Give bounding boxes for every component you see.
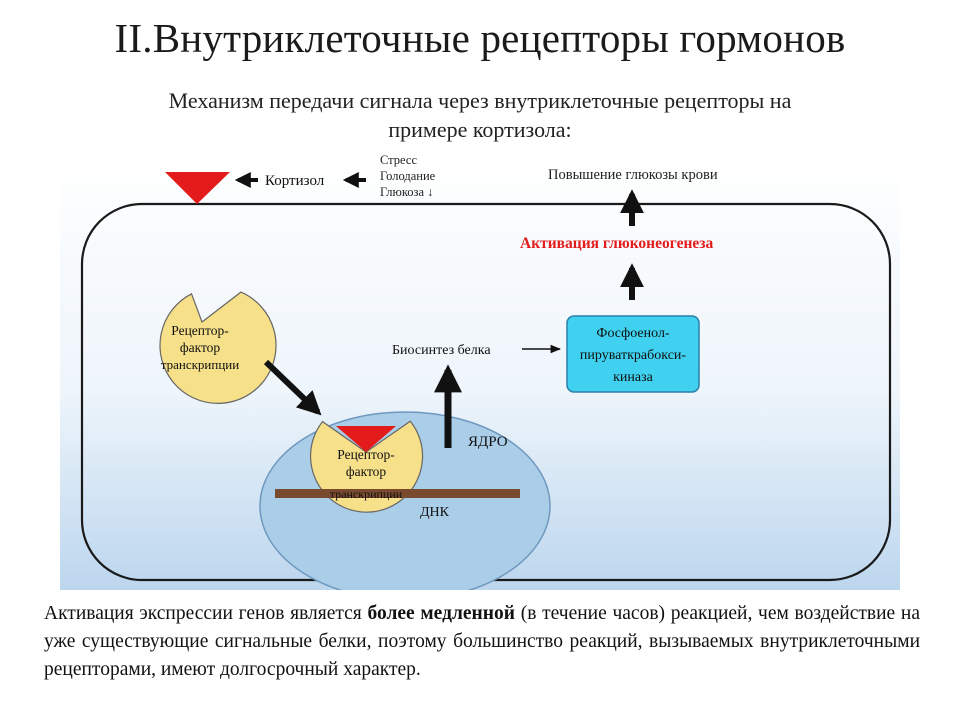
receptor-free-line-1: Рецептор- [171,323,229,338]
enzyme-box [566,315,700,393]
stimulus-low-glucose: Глюкоза ↓ [380,185,433,199]
enzyme-line-1: Фосфоенол- [596,326,670,341]
nucleus-label: ЯДРО [468,434,508,450]
receptor-bound-line-1: Рецептор- [337,447,395,462]
subtitle-line-1: Механизм передачи сигнала через внутрикл… [168,88,792,113]
dna-label: ДНК [420,505,450,520]
caption-part-2: (в течение часов) реакцией, чем воздейст… [44,603,920,680]
cortisol-label: Кортизол [265,173,325,189]
caption-bold: более медленной [367,603,515,624]
stimulus-fasting: Голодание [380,169,436,183]
enzyme-line-3: киназа [613,370,654,385]
receptor-free-line-2: фактор [180,340,221,355]
protein-synthesis-label: Биосинтез белка [392,343,491,358]
receptor-bound-line-2: фактор [346,464,387,479]
receptor-free-line-3: транскрипции [161,357,239,372]
arrow-receptor-to-nucleus-icon [263,359,322,416]
caption: Активация экспрессии генов является боле… [44,600,920,684]
dna-bar [275,489,520,498]
glucose-rise-label: Повышение глюкозы крови [548,167,718,183]
caption-part-1: Активация экспрессии генов является [44,603,368,624]
cortisol-mechanism-diagram: Кортизол Стресс Голодание Глюкоза ↓ Повы… [60,150,900,590]
stimulus-stress: Стресс [380,153,417,167]
subtitle-line-2: примере кортизола: [388,117,572,142]
enzyme-line-2: пируваткрабокси- [580,348,686,363]
cortisol-molecule-icon [165,172,230,204]
cortisol-bound-icon [336,426,396,452]
gluconeogenesis-label: Активация глюконеогенеза [520,235,713,252]
receptor-bound-line-3: транскрипции [330,487,403,501]
subtitle: Механизм передачи сигнала через внутрикл… [80,86,880,144]
receptor-free-icon [159,291,277,404]
page-title: II.Внутриклеточные рецепторы гормонов [114,15,846,61]
